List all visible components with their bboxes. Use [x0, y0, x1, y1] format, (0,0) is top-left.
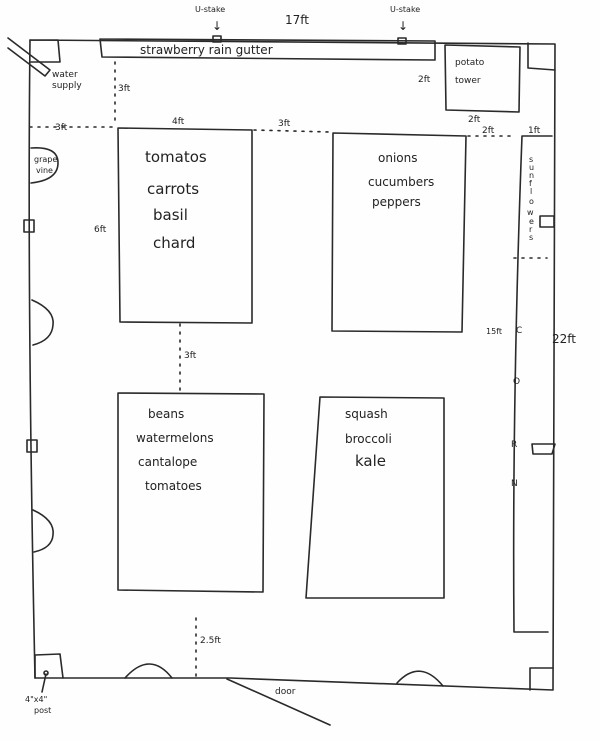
sunflowers-letter: f: [529, 179, 532, 188]
sunflower-corn-strip: [512, 135, 553, 633]
bed-1: [117, 127, 253, 324]
gutter-label: strawberry rain gutter: [140, 43, 273, 57]
potato-tower-label-2: tower: [455, 76, 481, 86]
left-arch-1: [31, 299, 54, 346]
sunflowers-letter: l: [530, 187, 532, 196]
left-path-label: 3ft: [55, 123, 68, 133]
sunflowers-letter: w: [527, 208, 534, 217]
corner-post-bottom-left: [34, 653, 64, 679]
water-supply-label-2: supply: [52, 81, 82, 91]
sunflowers-label: s u n f l o w e r s: [527, 155, 534, 242]
left-arch-2: [32, 509, 54, 553]
corn-label: C O R N: [511, 326, 522, 489]
sunflowers-letter: s: [529, 155, 533, 164]
bed-4-plant: kale: [355, 452, 386, 470]
height-label: 22ft: [552, 332, 576, 346]
corn-letter: C: [516, 326, 522, 336]
bed-width-label: 4ft: [172, 117, 185, 127]
water-supply-label: water: [52, 70, 78, 80]
sunflowers-letter: e: [529, 217, 534, 226]
bed-3-plant: beans: [148, 407, 184, 421]
u-stake-left-side-2: [26, 439, 38, 453]
bottom-arch-2: [396, 670, 444, 687]
strip-width-label: 1ft: [528, 126, 541, 136]
bed-2: [331, 132, 467, 333]
u-stake-left: [212, 35, 222, 43]
grape-vine-label-2: vine: [36, 166, 53, 175]
bottom-arch-1: [124, 663, 173, 679]
between-beds-label: 3ft: [278, 119, 291, 129]
u-stake-left-side-1: [23, 219, 35, 233]
post-pointer: [41, 673, 47, 693]
bed-3: [117, 392, 265, 593]
bed-4: [305, 396, 445, 599]
top-path-label: 3ft: [118, 84, 131, 94]
bed-2-plant: cucumbers: [368, 175, 434, 189]
bed-1-plant: chard: [153, 234, 195, 252]
bed-2-plant: peppers: [372, 195, 421, 209]
potato-tower-label: potato: [455, 58, 485, 68]
grape-vine-label: grape: [34, 155, 57, 164]
u-stake-right: [397, 37, 407, 45]
potato-tower: [444, 44, 521, 113]
potato-side-label: 2ft: [418, 75, 431, 85]
strawberry-rain-gutter: [99, 38, 436, 61]
water-supply-pipe: [7, 37, 51, 77]
bed-1-plant: basil: [153, 206, 188, 224]
corn-letter: R: [511, 440, 517, 450]
u-stake-right-side-1: [539, 215, 555, 228]
corn-letter: O: [513, 377, 520, 387]
u-stake-right-side-2: [531, 443, 556, 455]
corner-box-top-right: [527, 42, 556, 71]
garden-boundary: [28, 39, 556, 691]
bed-3-plant: cantalope: [138, 455, 197, 469]
door-label: door: [275, 687, 296, 697]
between-beds-line: [253, 129, 331, 133]
post-marker: [43, 670, 49, 676]
corner-box-top-left: [29, 39, 61, 63]
bed-height-label: 6ft: [94, 225, 107, 235]
sunflowers-letter: u: [529, 163, 534, 172]
sunflowers-letter: s: [529, 233, 533, 242]
corn-letter: N: [511, 479, 518, 489]
grape-vine: [30, 146, 59, 184]
middle-path-label: 3ft: [184, 351, 197, 361]
width-label: 17ft: [285, 13, 309, 27]
sunflowers-letter: o: [529, 197, 534, 206]
right-path-label: 2ft: [482, 126, 495, 136]
post-label-2: post: [34, 706, 51, 715]
potato-bottom-label: 2ft: [468, 115, 481, 125]
bed-1-plant: tomatos: [145, 148, 207, 166]
bed-3-plant: watermelons: [136, 431, 214, 445]
bed-4-plant: broccoli: [345, 432, 392, 446]
sunflowers-letter: n: [529, 171, 534, 180]
arrow-down-icon: ↓: [398, 19, 408, 33]
post-label: 4"x4": [25, 695, 47, 704]
bottom-path-label: 2.5ft: [200, 636, 221, 646]
sunflowers-letter: r: [529, 225, 533, 234]
bed-1-plant: carrots: [147, 180, 199, 198]
corner-box-bottom-right: [529, 667, 554, 691]
corn-length-label: 15ft: [486, 327, 502, 336]
u-stake-right-label: U-stake: [390, 5, 420, 14]
bed-4-plant: squash: [345, 407, 388, 421]
bed-3-plant: tomatoes: [145, 479, 202, 493]
arrow-down-icon: ↓: [212, 19, 222, 33]
u-stake-left-label: U-stake: [195, 5, 225, 14]
door[interactable]: [226, 678, 331, 726]
bed-2-plant: onions: [378, 151, 417, 165]
